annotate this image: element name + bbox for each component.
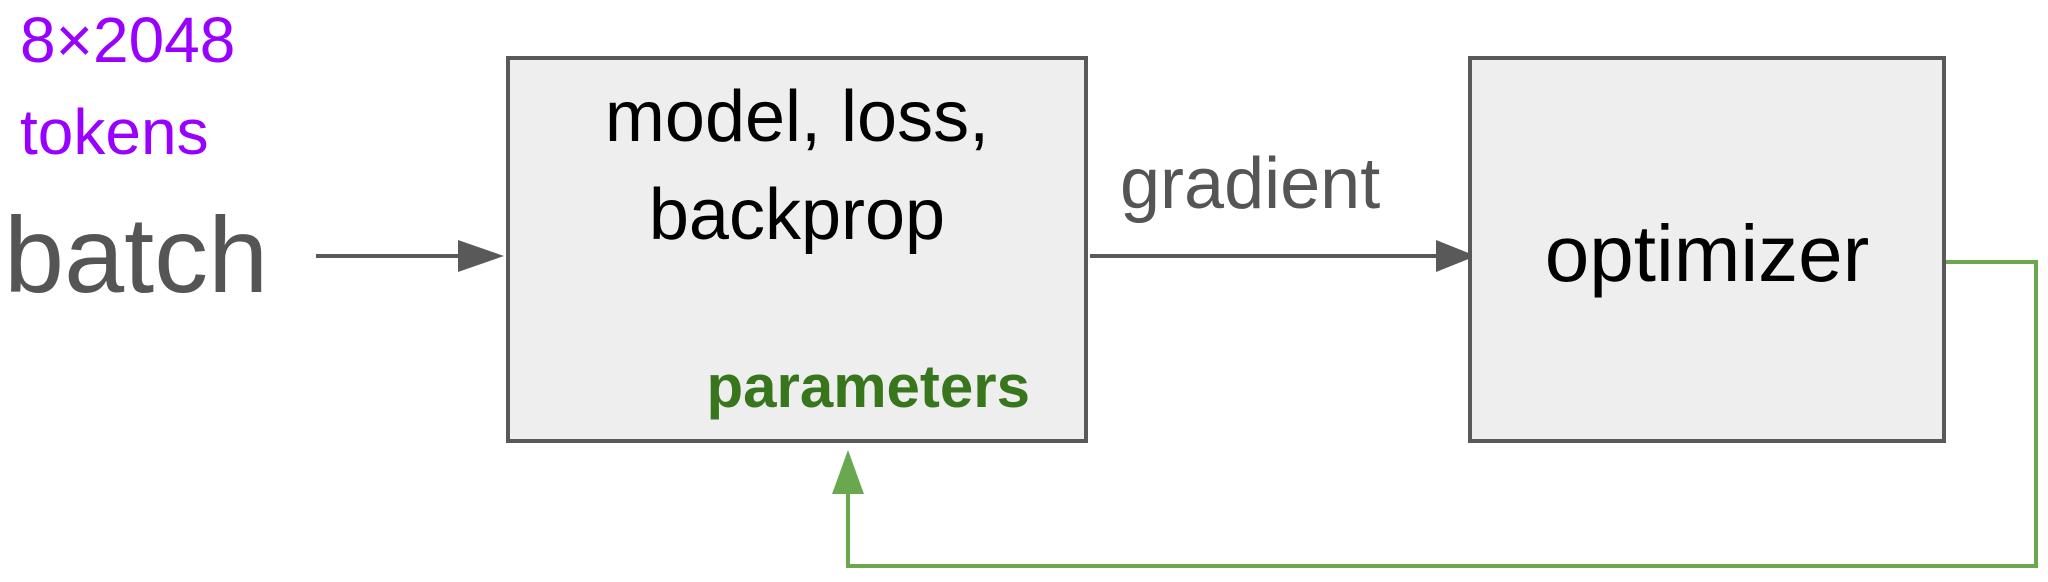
- gradient-label: gradient: [1120, 144, 1380, 224]
- batch-label: batch: [4, 194, 268, 315]
- backprop-label: backprop: [649, 175, 945, 255]
- batch-to-model-arrow: [316, 240, 504, 272]
- model-loss-label: model, loss,: [605, 77, 989, 157]
- gradient-arrow: [1090, 240, 1476, 272]
- tokens-label: tokens: [20, 96, 209, 168]
- parameters-label: parameters: [706, 353, 1030, 420]
- model-box: [506, 56, 1088, 443]
- token-count-label: 8×2048: [20, 4, 235, 76]
- parameter-update-arrow: [832, 260, 2038, 568]
- optimizer-label: optimizer: [1545, 209, 1870, 298]
- optimizer-box: [1468, 56, 1946, 443]
